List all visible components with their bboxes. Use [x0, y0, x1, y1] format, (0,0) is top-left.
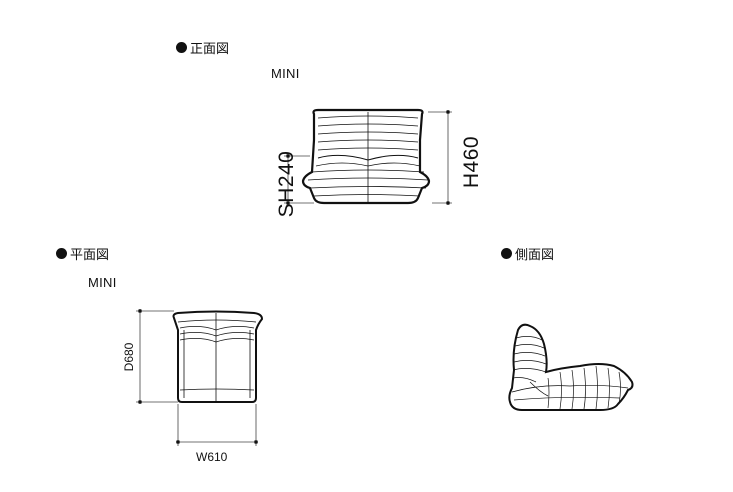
bullet-icon — [56, 248, 67, 259]
front-view-heading-label: 正面図 — [190, 41, 230, 56]
plan-view-heading-label: 平面図 — [70, 247, 110, 262]
side-view-heading: 側面図 — [501, 244, 554, 263]
side-view-sofa — [508, 323, 634, 411]
height-dimension: H460 — [460, 135, 483, 189]
seat-height-dimension: SH240 — [275, 150, 298, 218]
bullet-icon — [176, 42, 187, 53]
depth-dimension: D680 — [122, 342, 136, 372]
plan-view-model-label: MINI — [88, 275, 117, 290]
plan-view-sofa — [172, 310, 264, 403]
front-view-sofa — [301, 108, 431, 205]
front-view-dimension-lines — [284, 110, 452, 205]
bullet-icon — [501, 248, 512, 259]
front-view-heading: 正面図 — [176, 38, 229, 57]
front-view-model-label: MINI — [271, 66, 300, 81]
side-view-heading-label: 側面図 — [515, 247, 555, 262]
plan-view-dimension-lines — [136, 308, 258, 446]
plan-view-heading: 平面図 — [56, 244, 109, 263]
width-dimension: W610 — [196, 450, 228, 464]
